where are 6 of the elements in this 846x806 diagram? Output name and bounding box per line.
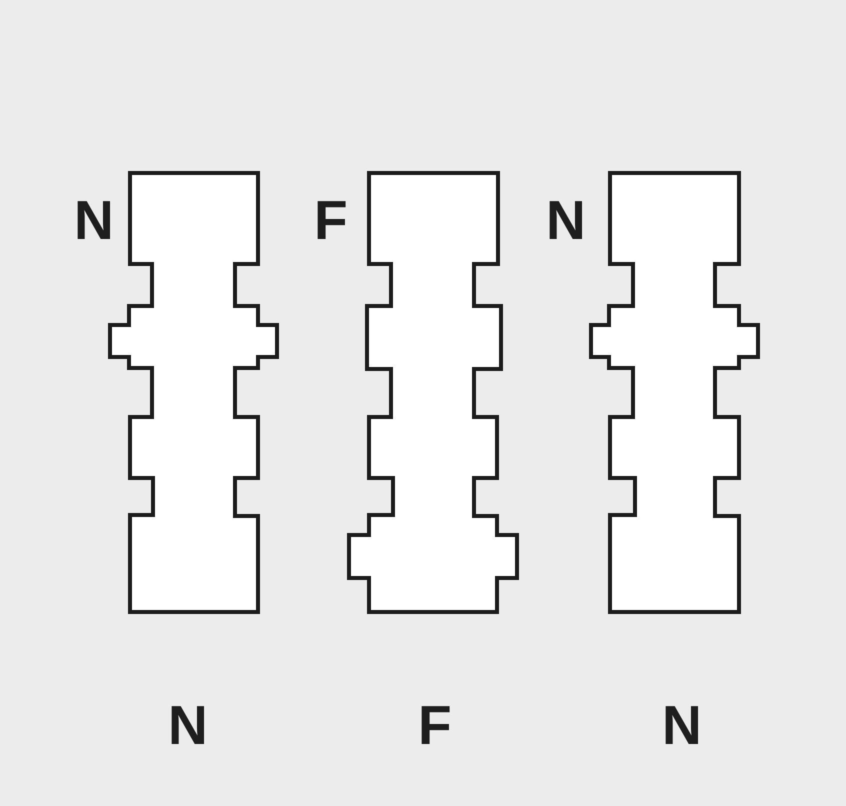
letter-label: F xyxy=(314,193,348,248)
column-label: F xyxy=(418,698,452,753)
letter-label: N xyxy=(74,193,114,248)
letter-label: N xyxy=(546,193,586,248)
column-label: N xyxy=(168,698,208,753)
column-label: N xyxy=(662,698,702,753)
